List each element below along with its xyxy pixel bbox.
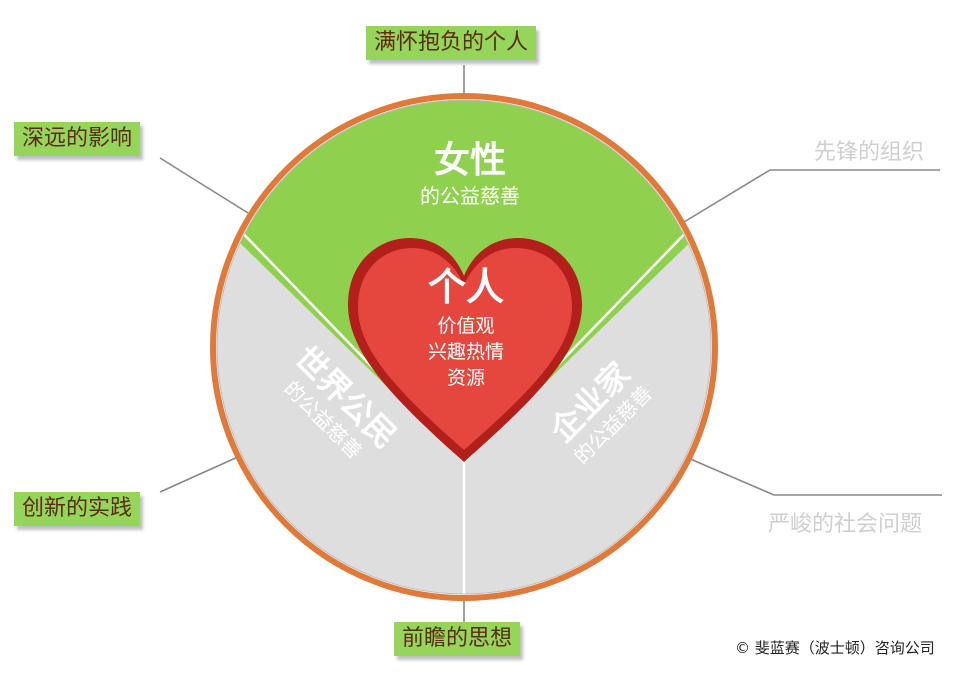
heart-inner: [358, 248, 572, 450]
callout-upper-right: 先锋的组织: [814, 140, 925, 165]
connector-upper-right: [683, 169, 940, 223]
connector-lines: [159, 65, 942, 622]
women-title: 女性: [434, 140, 506, 181]
center-line-3: 资源: [447, 367, 485, 389]
segment-women: [217, 100, 711, 462]
callout-lower-left: 创新的实践: [14, 492, 141, 526]
copyright-notice: © 斐蓝赛（波士顿）咨询公司: [735, 639, 935, 657]
women-subtitle: 的公益慈善: [420, 184, 520, 208]
callout-top: 满怀抱负的个人: [366, 26, 537, 60]
callout-upper-left: 深远的影响: [14, 122, 141, 156]
inner-edge: [216, 99, 712, 595]
center-line-2: 兴趣热情: [428, 341, 504, 363]
center-line-1: 价值观: [437, 315, 494, 337]
connector-upper-left: [159, 157, 249, 214]
callout-lower-right: 严峻的社会问题: [768, 512, 923, 537]
connector-lower-left: [159, 455, 241, 493]
callout-bottom: 前瞻的思想: [394, 622, 521, 656]
connector-lower-right: [687, 457, 942, 496]
center-title: 个人: [428, 265, 504, 309]
